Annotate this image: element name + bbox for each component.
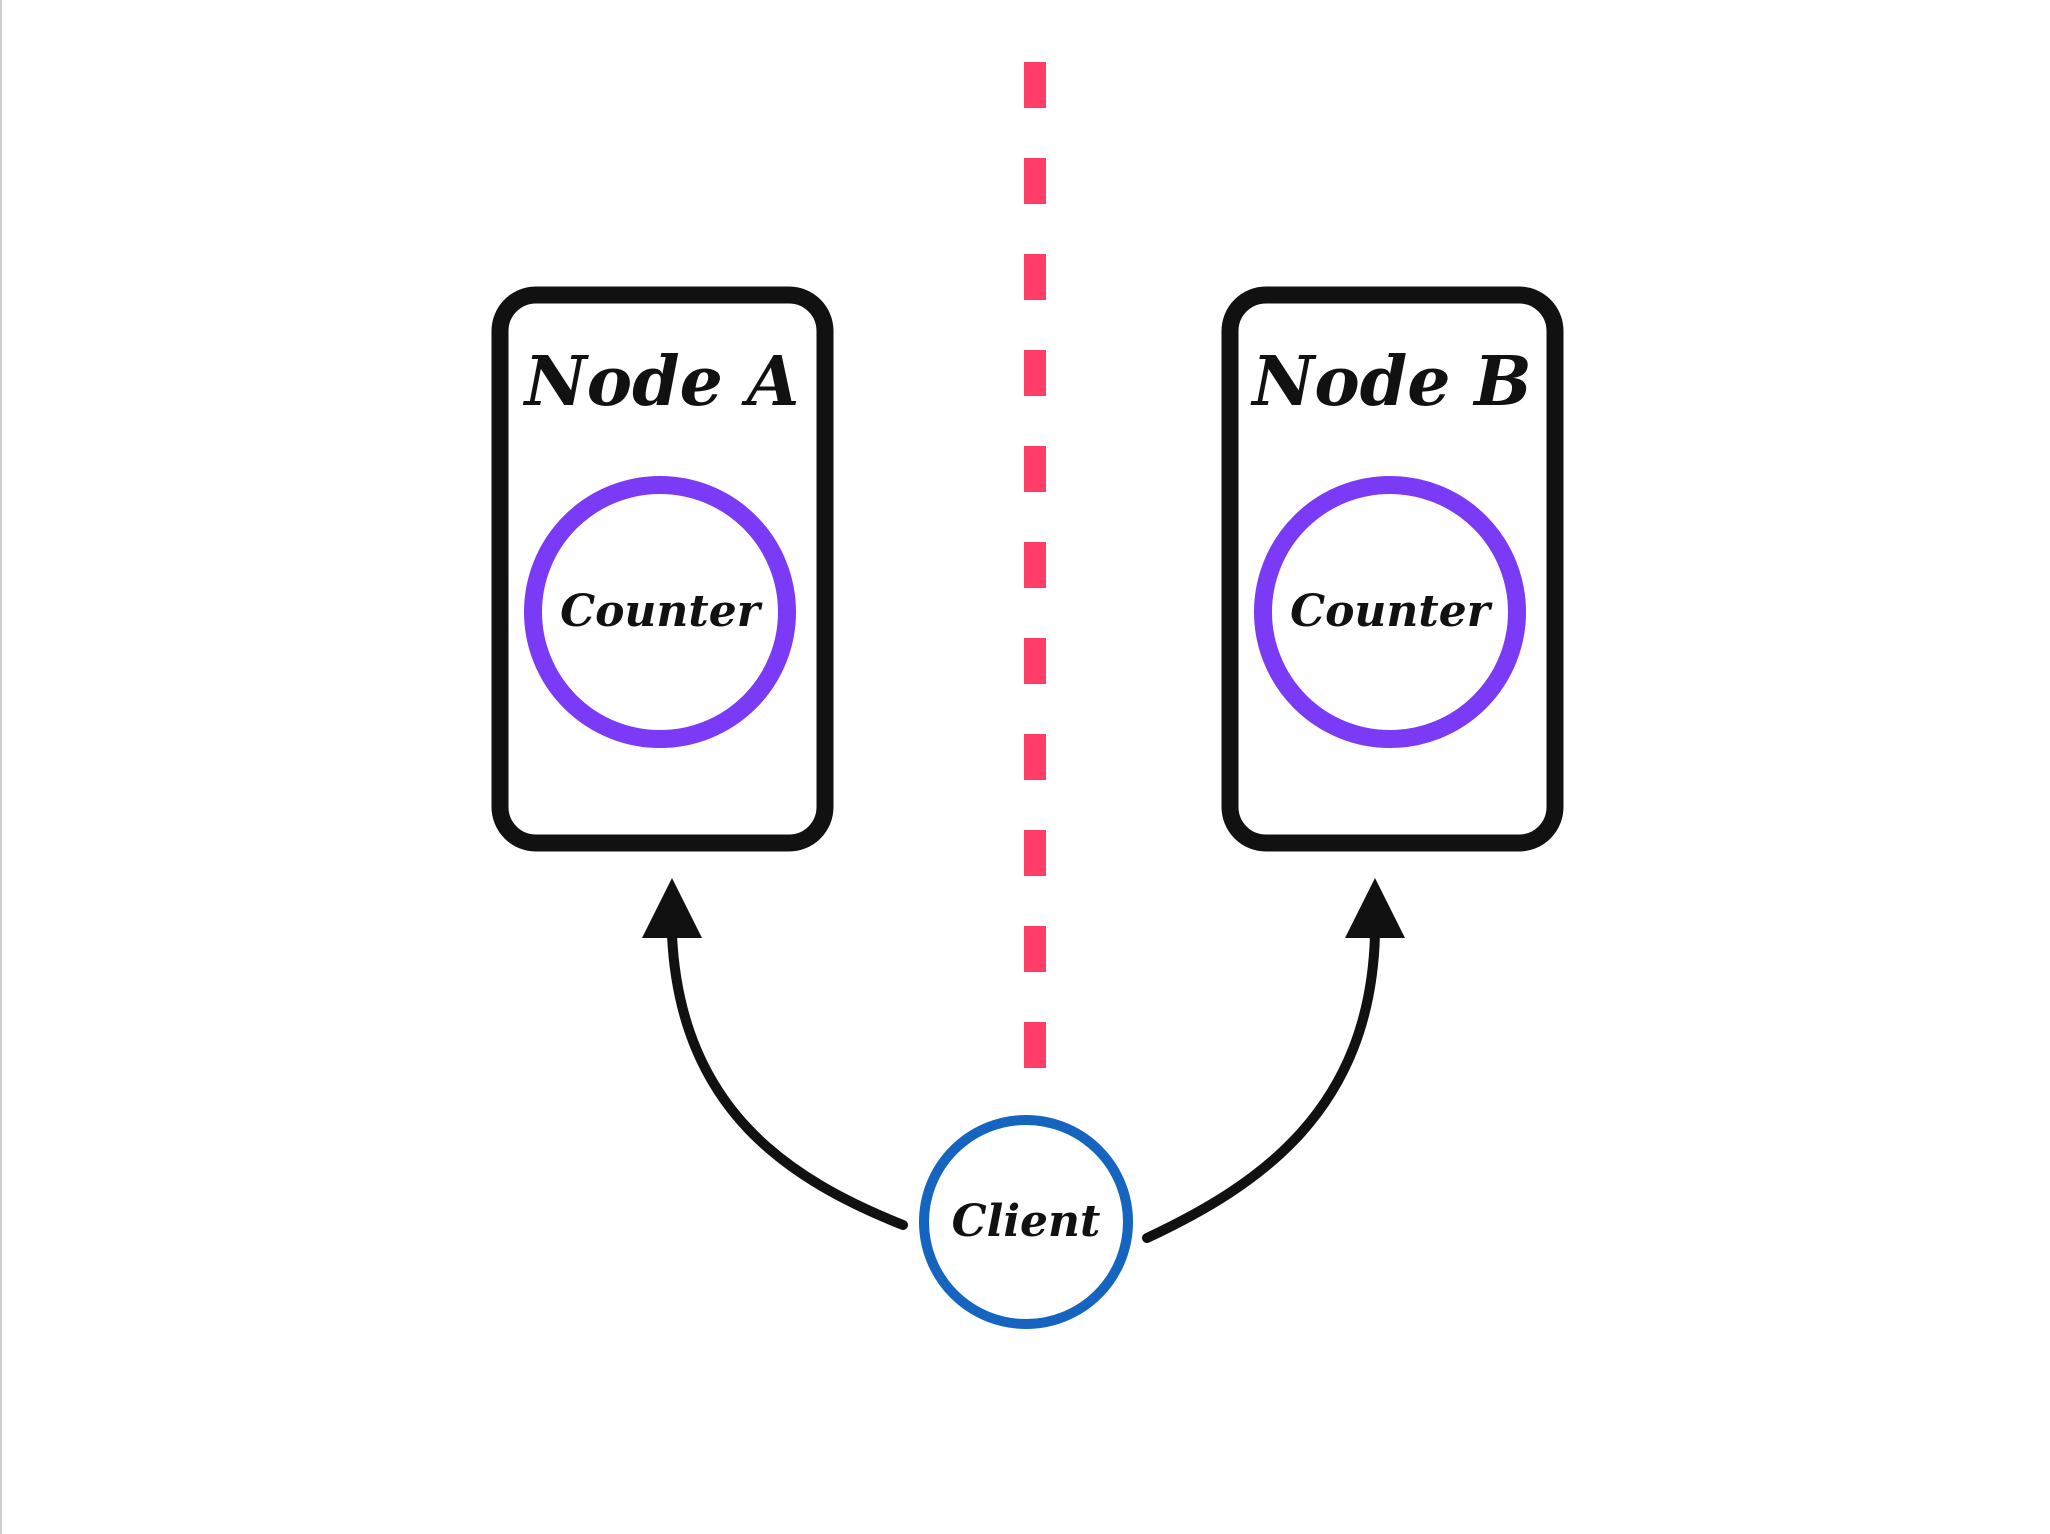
node-a: Node A Counter (491, 286, 834, 852)
client-ring (919, 1115, 1133, 1329)
node-a-box (491, 286, 834, 852)
client-to-node-a-arrow (642, 878, 908, 1230)
client-label: Client (952, 1196, 1101, 1247)
node-b-counter-label: Counter (1290, 586, 1493, 637)
node-b: Node B Counter (1221, 286, 1564, 852)
node-b-box (1221, 286, 1564, 852)
arrow-up-icon (642, 878, 702, 938)
node-b-counter-ring (1254, 476, 1526, 748)
client-to-node-b-arrow (1142, 878, 1405, 1243)
node-a-counter-label: Counter (560, 586, 763, 637)
node-b-title: Node B (1250, 342, 1531, 422)
node-a-counter-ring (524, 476, 796, 748)
client-to-node-b-curve (1142, 930, 1380, 1243)
node-a-title: Node A (523, 342, 800, 422)
client-to-node-a-curve (667, 930, 908, 1230)
client: Client (919, 1115, 1133, 1329)
arrow-up-icon (1345, 878, 1405, 938)
